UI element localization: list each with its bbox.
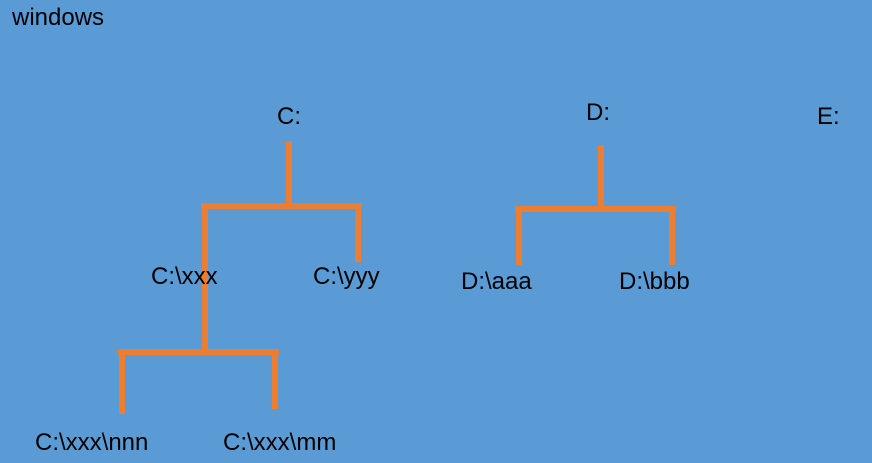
node-d-root: D: [586,99,610,126]
d-drive-connectors [515,145,676,265]
node-c-xxx-mm: C:\xxx\mm [223,429,337,456]
diagram-title: windows [12,4,105,31]
node-c-yyy: C:\yyy [313,263,380,290]
c-drive-connectors [118,141,362,414]
node-d-bbb: D:\bbb [619,268,690,295]
node-c-root: C: [277,103,301,130]
node-e-root: E: [817,103,840,130]
node-c-xxx-nnn: C:\xxx\nnn [35,429,149,456]
node-d-aaa: D:\aaa [461,268,532,295]
node-c-xxx: C:\xxx [151,263,218,290]
